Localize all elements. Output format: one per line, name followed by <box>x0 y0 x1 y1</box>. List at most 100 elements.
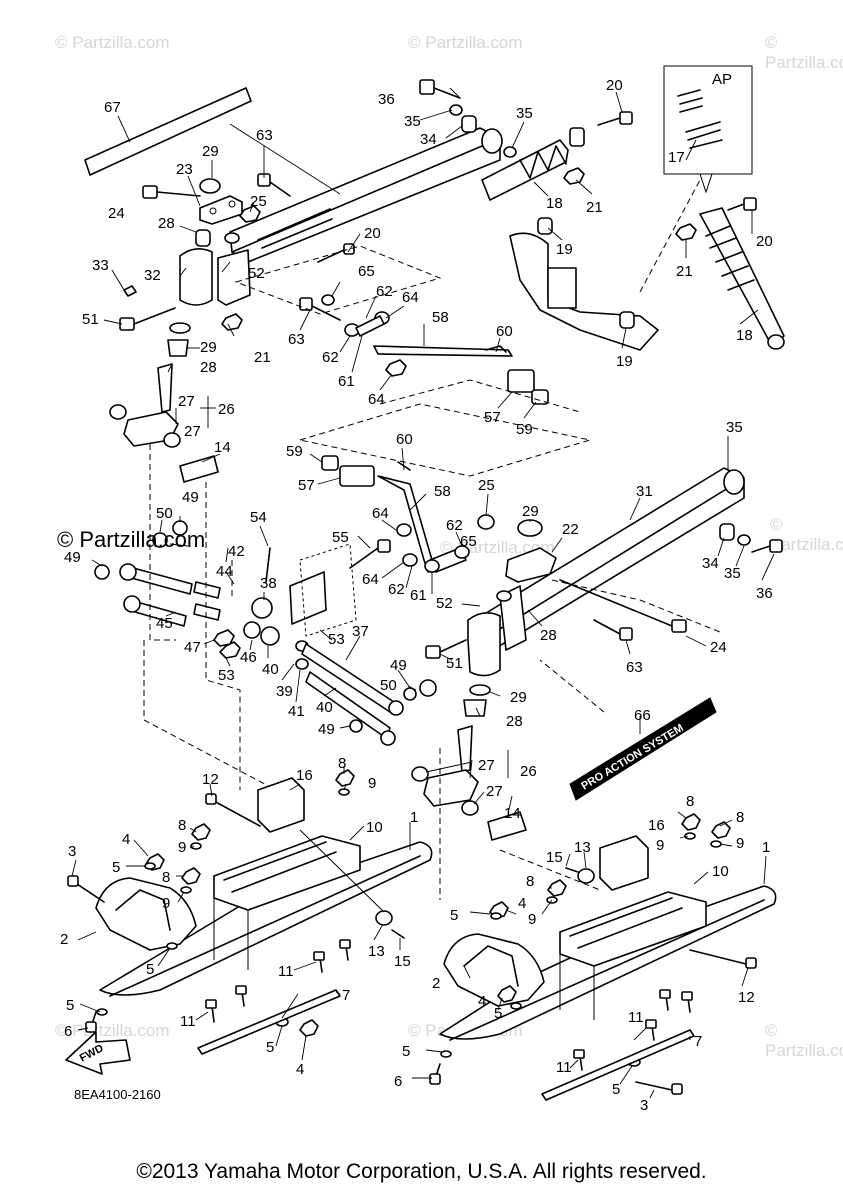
callout-64b: 64 <box>368 391 385 408</box>
callout-25: 25 <box>250 193 267 210</box>
watermark-bottom-left: © Partzilla.com <box>55 1021 170 1040</box>
callout-26b: 26 <box>520 763 537 780</box>
callout-15b: 15 <box>546 849 563 866</box>
callout-1b: 1 <box>762 839 770 856</box>
callout-62d: 62 <box>388 581 405 598</box>
callout-46: 45 <box>156 615 173 632</box>
callout-24: 24 <box>108 205 125 222</box>
callout-30: 29 <box>202 143 219 160</box>
fwd-arrow: FWD <box>65 1031 131 1075</box>
callout-20b: 20 <box>606 77 623 94</box>
copyright-footer: ©2013 Yamaha Motor Corporation, U.S.A. A… <box>136 1160 707 1183</box>
watermark-top-left: © Partzilla.com <box>55 33 170 52</box>
callout-14: 14 <box>214 439 231 456</box>
callout-27d: 27 <box>486 783 503 800</box>
watermark-bottom-right: © Partzilla.com <box>765 1021 843 1060</box>
callout-14b: 14 <box>504 805 521 822</box>
callout-11b: 11 <box>180 1013 196 1030</box>
callout-22: 22 <box>562 521 579 538</box>
callout-9c: 9 <box>162 895 170 912</box>
callout-65: 65 <box>358 263 375 280</box>
decal-67 <box>84 87 252 176</box>
callout-55: 55 <box>332 529 349 546</box>
callout-11: 11 <box>278 963 294 980</box>
callout-58b: 57 <box>298 477 315 494</box>
left-arm-assembly <box>109 127 503 483</box>
callout-58: 57 <box>484 409 501 426</box>
tie-rod-assembly <box>94 520 437 746</box>
callout-5h: 5 <box>612 1081 620 1098</box>
callout-16b: 16 <box>648 817 665 834</box>
callout-50: 50 <box>156 505 173 522</box>
callout-32: 32 <box>144 267 161 284</box>
callout-5e: 5 <box>450 907 458 924</box>
partzilla-center-watermark: © Partzilla.com <box>57 527 206 552</box>
callout-57b: 58 <box>434 483 451 500</box>
callout-5: 5 <box>112 859 120 876</box>
callout-63: 63 <box>256 127 273 144</box>
callout-18: 18 <box>546 195 563 212</box>
callout-6b: 6 <box>394 1073 402 1090</box>
callout-15: 15 <box>394 953 411 970</box>
callout-45: 44 <box>216 563 233 580</box>
callout-62b: 62 <box>322 349 339 366</box>
callout-67: 67 <box>104 99 121 116</box>
inset-spring-box: AP <box>663 65 753 194</box>
callout-11c: 11 <box>628 1009 644 1026</box>
callout-60b: 60 <box>396 431 413 448</box>
callout-37: 37 <box>352 623 369 640</box>
callout-51: 51 <box>82 311 99 328</box>
callout-60: 60 <box>496 323 513 340</box>
callout-34b: 34 <box>702 555 719 572</box>
callout-27: 27 <box>178 393 195 410</box>
callout-26: 26 <box>218 401 235 418</box>
callout-7: 7 <box>342 987 350 1004</box>
callout-17: 17 <box>668 149 685 166</box>
callout-4c: 4 <box>518 895 526 912</box>
callout-36: 36 <box>378 91 395 108</box>
callout-5g: 5 <box>402 1043 410 1060</box>
ski-left <box>67 769 433 1055</box>
callout-24b: 24 <box>710 639 727 656</box>
callout-18b: 18 <box>736 327 753 344</box>
callout-51b: 51 <box>446 655 463 672</box>
callout-10: 10 <box>366 819 383 836</box>
callout-63b: 63 <box>288 331 305 348</box>
callout-11d: 11 <box>556 1059 572 1076</box>
callout-9f: 9 <box>528 911 536 928</box>
inset-label: AP <box>712 71 732 88</box>
callout-57: 58 <box>432 309 449 326</box>
callout-49c: 49 <box>390 657 407 674</box>
callout-27b: 27 <box>184 423 201 440</box>
callout-35d: 35 <box>724 565 741 582</box>
callout-49d: 49 <box>318 721 335 738</box>
callout-2: 2 <box>60 931 68 948</box>
callout-9: 9 <box>368 775 376 792</box>
callout-36b: 36 <box>756 585 773 602</box>
callout-38: 38 <box>260 575 277 592</box>
callout-8: 8 <box>338 755 346 772</box>
callout-48: 47 <box>184 639 201 656</box>
ski-right <box>429 813 777 1101</box>
callout-25b: 25 <box>478 477 495 494</box>
callout-5b: 5 <box>146 961 154 978</box>
stabilizer-link-lower <box>321 455 470 573</box>
callout-54: 54 <box>250 509 267 526</box>
callout-62: 62 <box>376 283 393 300</box>
callout-27c: 27 <box>478 757 495 774</box>
callout-5d: 5 <box>266 1039 274 1056</box>
callout-12b: 12 <box>738 989 755 1006</box>
callout-3: 3 <box>68 843 76 860</box>
callout-66: 66 <box>634 707 651 724</box>
callout-49b: 49 <box>64 549 81 566</box>
callout-52: 52 <box>248 265 265 282</box>
callout-34: 34 <box>420 131 437 148</box>
callout-8c: 8 <box>162 869 170 886</box>
callout-28c: 28 <box>540 627 557 644</box>
callout-13b: 13 <box>574 839 591 856</box>
callout-40: 40 <box>316 699 333 716</box>
callout-10b: 10 <box>712 863 729 880</box>
watermark-top-right: © Partzilla.com <box>765 33 843 72</box>
diagram-code: 8EA4100-2160 <box>74 1087 161 1102</box>
callout-61b: 61 <box>410 587 427 604</box>
